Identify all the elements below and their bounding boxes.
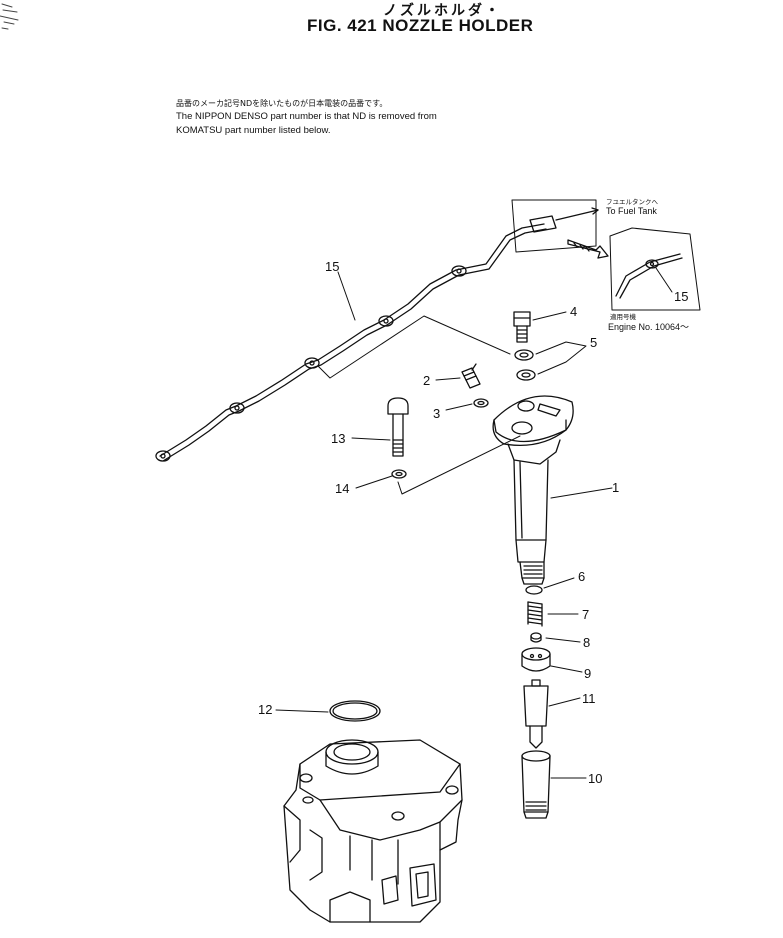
spring — [527, 601, 543, 627]
callout-5: 5 — [590, 335, 597, 350]
small-gasket — [473, 398, 489, 408]
engine-number-label: Engine No. 10064～ — [608, 322, 690, 332]
callout-3: 3 — [433, 406, 440, 421]
callout-8: 8 — [583, 635, 590, 650]
callout-9: 9 — [584, 666, 591, 681]
fuel-tank-label-jp: フユエルタンクへ — [606, 198, 658, 206]
fuel-return-pipe — [155, 223, 547, 462]
gasket — [514, 349, 536, 381]
figure-title: FIG. 421 NOZZLE HOLDER — [307, 16, 534, 35]
callout-15-inset: 15 — [674, 289, 688, 304]
note-line-1: The NIPPON DENSO part number is that ND … — [176, 111, 437, 122]
callout-14: 14 — [335, 481, 349, 496]
pipe-end-connector — [511, 199, 599, 253]
fuel-tank-label: To Fuel Tank — [606, 206, 657, 216]
callout-1: 1 — [612, 480, 619, 495]
mounting-bolt — [387, 397, 409, 457]
retaining-nut — [521, 750, 551, 819]
callout-6: 6 — [578, 569, 585, 584]
callout-2: 2 — [423, 373, 430, 388]
callout-11: 11 — [582, 691, 596, 706]
washer — [391, 469, 407, 479]
title-japanese: ノズルホルダ・ — [383, 3, 502, 19]
detail-inset — [609, 227, 701, 311]
spacer — [521, 647, 551, 672]
note-line-2: KOMATSU part number listed below. — [176, 125, 331, 136]
note-japanese: 品番のメーカ記号NDを除いたものが日本電装の品番です。 — [176, 99, 388, 108]
callout-7: 7 — [582, 607, 589, 622]
nozzle — [523, 679, 549, 749]
banjo-bolt — [513, 311, 531, 343]
cylinder-head — [283, 739, 463, 923]
spring-seat — [530, 632, 542, 643]
engine-number-label-jp: 適用号機 — [610, 313, 636, 321]
large-o-ring — [329, 700, 381, 722]
callout-13: 13 — [331, 431, 345, 446]
o-ring — [525, 585, 543, 595]
callout-10: 10 — [588, 771, 602, 786]
scan-artifact — [0, 3, 19, 30]
callout-labels: 1 2 3 4 5 6 7 8 9 10 11 12 13 14 15 15 — [258, 259, 688, 786]
callout-15-main: 15 — [325, 259, 339, 274]
detail-arrow — [567, 239, 609, 259]
callout-4: 4 — [570, 304, 577, 319]
inlet-connector — [461, 363, 481, 389]
callout-12: 12 — [258, 702, 272, 717]
nozzle-holder-body — [492, 395, 574, 585]
